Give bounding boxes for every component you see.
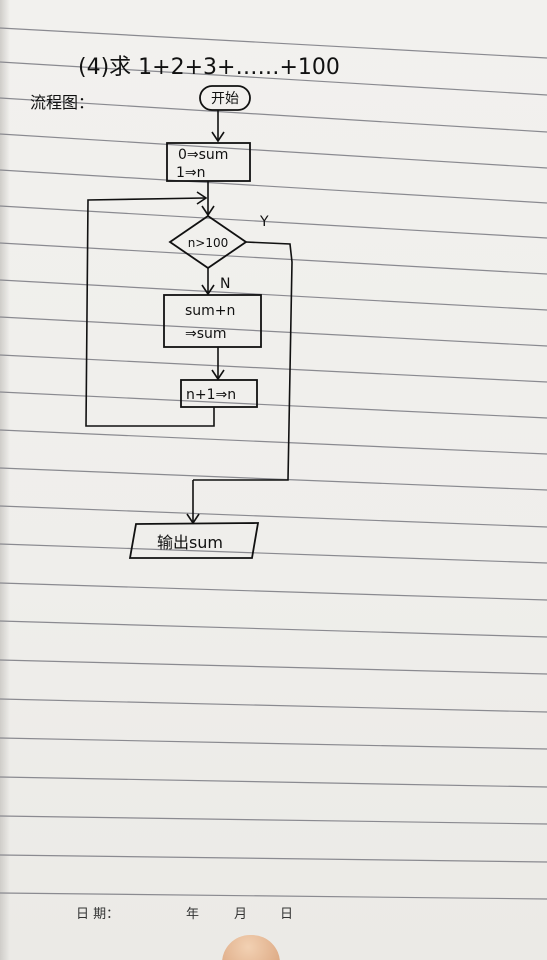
output-label: 输出sum bbox=[157, 533, 223, 552]
loop-back-line bbox=[85, 191, 215, 427]
process-line-2: ⇒sum bbox=[185, 326, 227, 342]
arrow-decision-process bbox=[201, 268, 215, 296]
year-label: 年 bbox=[186, 907, 199, 922]
start-label: 开始 bbox=[211, 91, 239, 107]
problem-title: (4)求 1+2+3+……+100 bbox=[78, 55, 340, 80]
process-line-1: sum+n bbox=[185, 303, 235, 319]
date-label: 日 期： bbox=[76, 907, 119, 922]
decision-condition: n>100 bbox=[188, 236, 229, 250]
flowchart-caption: 流程图： bbox=[30, 93, 94, 112]
day-label: 日 bbox=[280, 907, 293, 922]
init-line-2: 1⇒n bbox=[176, 165, 206, 181]
no-label: N bbox=[220, 276, 230, 292]
process-box: sum+n ⇒sum bbox=[163, 294, 262, 348]
output-parallelogram: 输出sum bbox=[128, 522, 260, 559]
arrow-process-increment bbox=[211, 347, 225, 381]
page-edge-shadow bbox=[0, 0, 10, 960]
decision-diamond: n>100 bbox=[168, 214, 248, 270]
init-box: 0⇒sum 1⇒n bbox=[166, 142, 251, 182]
start-terminal: 开始 bbox=[199, 85, 251, 111]
increment-box: n+1⇒n bbox=[180, 379, 258, 408]
increment-label: n+1⇒n bbox=[186, 387, 236, 403]
month-label: 月 bbox=[234, 907, 247, 922]
init-line-1: 0⇒sum bbox=[178, 147, 228, 163]
arrow-to-output bbox=[186, 480, 200, 525]
yes-label: Y bbox=[259, 214, 269, 230]
arrow-start-init bbox=[211, 110, 225, 143]
yes-branch-line bbox=[193, 241, 293, 481]
